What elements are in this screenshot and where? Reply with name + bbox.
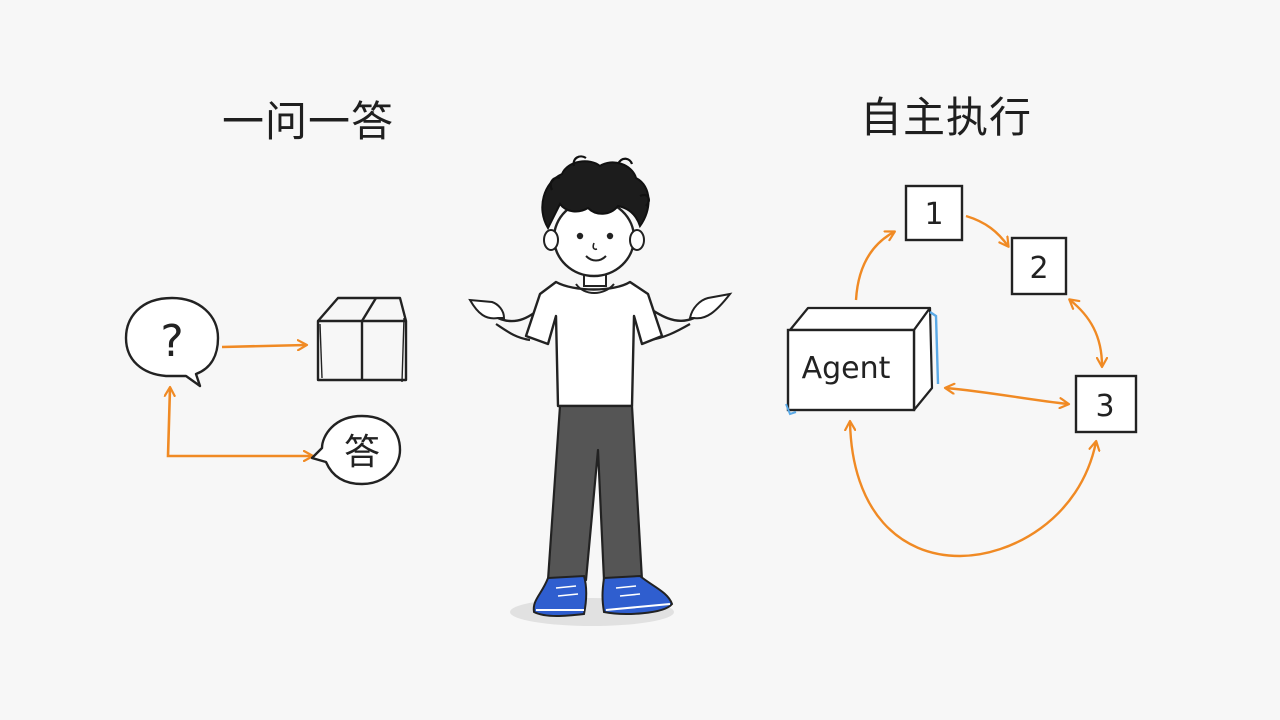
hair [541,160,650,231]
step-3-label: 3 [1095,389,1114,424]
step-box-3: 3 [1074,374,1138,434]
step-box-1: 1 [904,184,964,242]
answer-text: 答 [344,432,380,473]
character-illustration [468,155,733,626]
arrow-step2-to-step3 [1070,300,1102,366]
right-title: 自主执行 [860,93,1033,142]
agent-label: Agent [802,351,891,386]
answer-bubble: 答 [310,414,402,486]
left-eye [576,232,584,240]
arrow-agent-to-step1 [854,232,894,301]
t-shirt [524,280,664,408]
arrow-agent-step3 [946,388,1068,404]
arrow-loop-step3-to-agent [850,422,1096,558]
step-box-2: 2 [1010,236,1068,296]
arrow-question-to-box [221,345,306,347]
left-hand [468,298,506,320]
right-eye [606,232,614,240]
arrow-loop-to-answer [168,388,312,456]
agent-flow: Agent 1 2 3 [785,184,1138,558]
cube-icon [316,296,408,383]
step-1-label: 1 [924,197,943,232]
question-bubble: ? [124,296,220,388]
smile [585,255,607,262]
question-mark-icon: ? [160,316,183,367]
agent-box: Agent [785,306,940,416]
pants [546,404,644,582]
qa-flow: ? 答 [124,296,408,486]
arrow-step1-to-step2 [965,214,1008,246]
step-2-label: 2 [1029,251,1048,286]
right-hand [688,292,733,320]
left-title: 一问一答 [222,97,395,146]
